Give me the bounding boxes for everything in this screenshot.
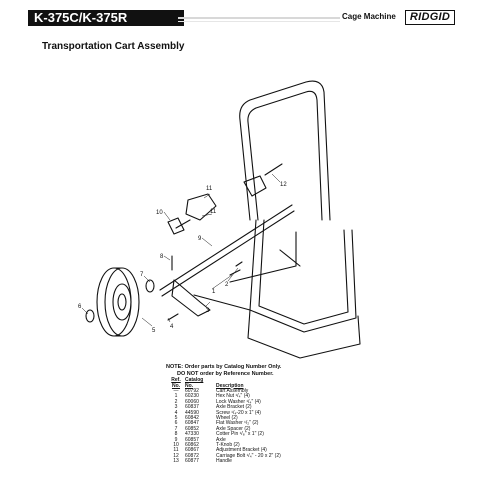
cell-ref: 8 [174, 431, 178, 438]
callout-11-upper: 11 [206, 186, 213, 192]
cell-description: Handle [216, 458, 232, 465]
callout-1: 1 [212, 289, 216, 295]
order-note-line2: DO NOT order by Reference Number. [177, 371, 274, 377]
callout-5: 5 [152, 328, 156, 334]
cell-description: Flat Washer ¹/₂" (2) [216, 420, 259, 427]
cell-ref: 13 [173, 458, 179, 465]
cell-catalog: 60060 [185, 398, 199, 405]
cell-ref: 10 [173, 442, 179, 449]
cell-catalog: 60847 [185, 420, 199, 427]
table-row: 4 44590 Screw ¹/₄-20 x 1" (4) [170, 409, 284, 416]
cell-catalog: 60792 [185, 388, 199, 394]
header-ref: Ref. No. [170, 377, 185, 389]
exploded-diagram: 1 2 3 4 5 6 7 8 9 10 11 11 12 [78, 80, 361, 359]
page-title: Transportation Cart Assembly [42, 41, 185, 52]
cell-ref: 9 [174, 436, 178, 443]
callout-4: 4 [170, 324, 174, 330]
callout-2: 2 [225, 282, 229, 288]
header-ref-line2: No. [171, 382, 181, 389]
table-row: — 60792 Cart Assembly [170, 388, 284, 394]
header-rule [178, 17, 340, 19]
cell-description: Axle Bracket (2) [216, 404, 252, 411]
cell-description: Cotter Pin ¹/₈" x 1" (2) [216, 431, 264, 438]
order-note-line1: NOTE: Order parts by Catalog Number Only… [166, 364, 282, 370]
cell-catalog: 60867 [185, 447, 199, 454]
table-row: 7 60852 Axle Spacer (2) [170, 425, 284, 432]
cell-ref: 3 [174, 404, 178, 411]
cell-ref: 1 [174, 393, 178, 400]
cell-ref: 7 [174, 425, 178, 432]
cell-ref: 4 [174, 409, 178, 416]
cell-description: Adjustment Bracket (4) [216, 447, 267, 454]
header-catalog: Catalog No. [185, 377, 216, 389]
cell-catalog: 60852 [185, 425, 199, 432]
cell-description: Wheel (2) [216, 415, 238, 422]
cell-catalog: 60877 [185, 458, 199, 465]
table-row: 6 60847 Flat Washer ¹/₂" (2) [170, 420, 284, 427]
table-row: 10 60862 T-Knob (2) [170, 442, 284, 449]
order-note: NOTE: Order parts by Catalog Number Only… [166, 364, 281, 378]
brand-logo: RIDGID [405, 10, 455, 25]
table-row: 8 47330 Cotter Pin ¹/₈" x 1" (2) [170, 431, 284, 438]
callout-3: 3 [206, 308, 210, 314]
cell-catalog: 44590 [185, 409, 199, 416]
cell-description: Axle Spacer (2) [216, 425, 251, 432]
table-row: 13 60877 Handle [170, 458, 284, 465]
cell-catalog: 47330 [185, 431, 199, 438]
table-row: 2 60060 Lock Washer ¹/₄" (4) [170, 398, 284, 405]
cell-catalog: 60842 [185, 415, 199, 422]
parts-table-body: — 60792 Cart Assembly 1 60230 Hex Nut ¹/₄" (4… [170, 388, 284, 465]
cell-description: T-Knob (2) [216, 442, 240, 449]
table-row: 12 60872 Carriage Bolt ¹/₄" - 20 x 2" (2) [170, 452, 284, 459]
callout-6: 6 [78, 304, 82, 310]
callout-8: 8 [160, 254, 164, 260]
cell-ref: — [173, 388, 179, 394]
cell-description: Axle [216, 436, 226, 443]
table-row: 5 60842 Wheel (2) [170, 415, 284, 422]
cell-description: Hex Nut ¹/₄" (4) [216, 393, 250, 400]
cell-description: Cart Assembly [216, 388, 249, 394]
page-header: K-375C/K-375R Cage Machine RIDGID [28, 10, 460, 26]
header-description: Description [216, 378, 284, 389]
cell-ref: 6 [174, 420, 178, 427]
parts-table-header: Ref. No. Catalog No. Description [170, 377, 284, 389]
header-catalog-line2: No. [185, 382, 194, 389]
callout-7: 7 [140, 272, 144, 278]
callout-10: 10 [156, 210, 163, 216]
header-catalog-line1: Catalog [185, 377, 204, 383]
table-row: 1 60230 Hex Nut ¹/₄" (4) [170, 393, 284, 400]
callout-11-lower: 11 [210, 209, 217, 215]
cell-description: Lock Washer ¹/₄" (4) [216, 398, 261, 405]
cell-ref: 12 [173, 452, 179, 459]
cell-ref: 2 [174, 398, 178, 405]
cell-catalog: 60862 [185, 442, 199, 449]
cell-catalog: 60230 [185, 393, 199, 400]
header-ref-line1: Ref. [171, 377, 181, 383]
header-description-line2: Description [216, 382, 244, 389]
cell-description: Carriage Bolt ¹/₄" - 20 x 2" (2) [216, 452, 281, 459]
brand-logo-text: RIDGID [409, 11, 451, 23]
cell-ref: 5 [174, 415, 178, 422]
cell-description: Screw ¹/₄-20 x 1" (4) [216, 409, 261, 416]
cell-catalog: 60857 [185, 436, 199, 443]
callout-9: 9 [198, 236, 202, 242]
header-rule-thin [178, 21, 340, 22]
table-row: 9 60857 Axle [170, 436, 284, 443]
cell-ref: 11 [173, 447, 179, 454]
callout-12: 12 [280, 182, 287, 188]
model-number: K-375C/K-375R [28, 10, 184, 26]
table-row: 3 60837 Axle Bracket (2) [170, 404, 284, 411]
cell-catalog: 60837 [185, 404, 199, 411]
machine-name: Cage Machine [342, 12, 396, 21]
table-row: 11 60867 Adjustment Bracket (4) [170, 447, 284, 454]
cell-catalog: 60872 [185, 452, 199, 459]
